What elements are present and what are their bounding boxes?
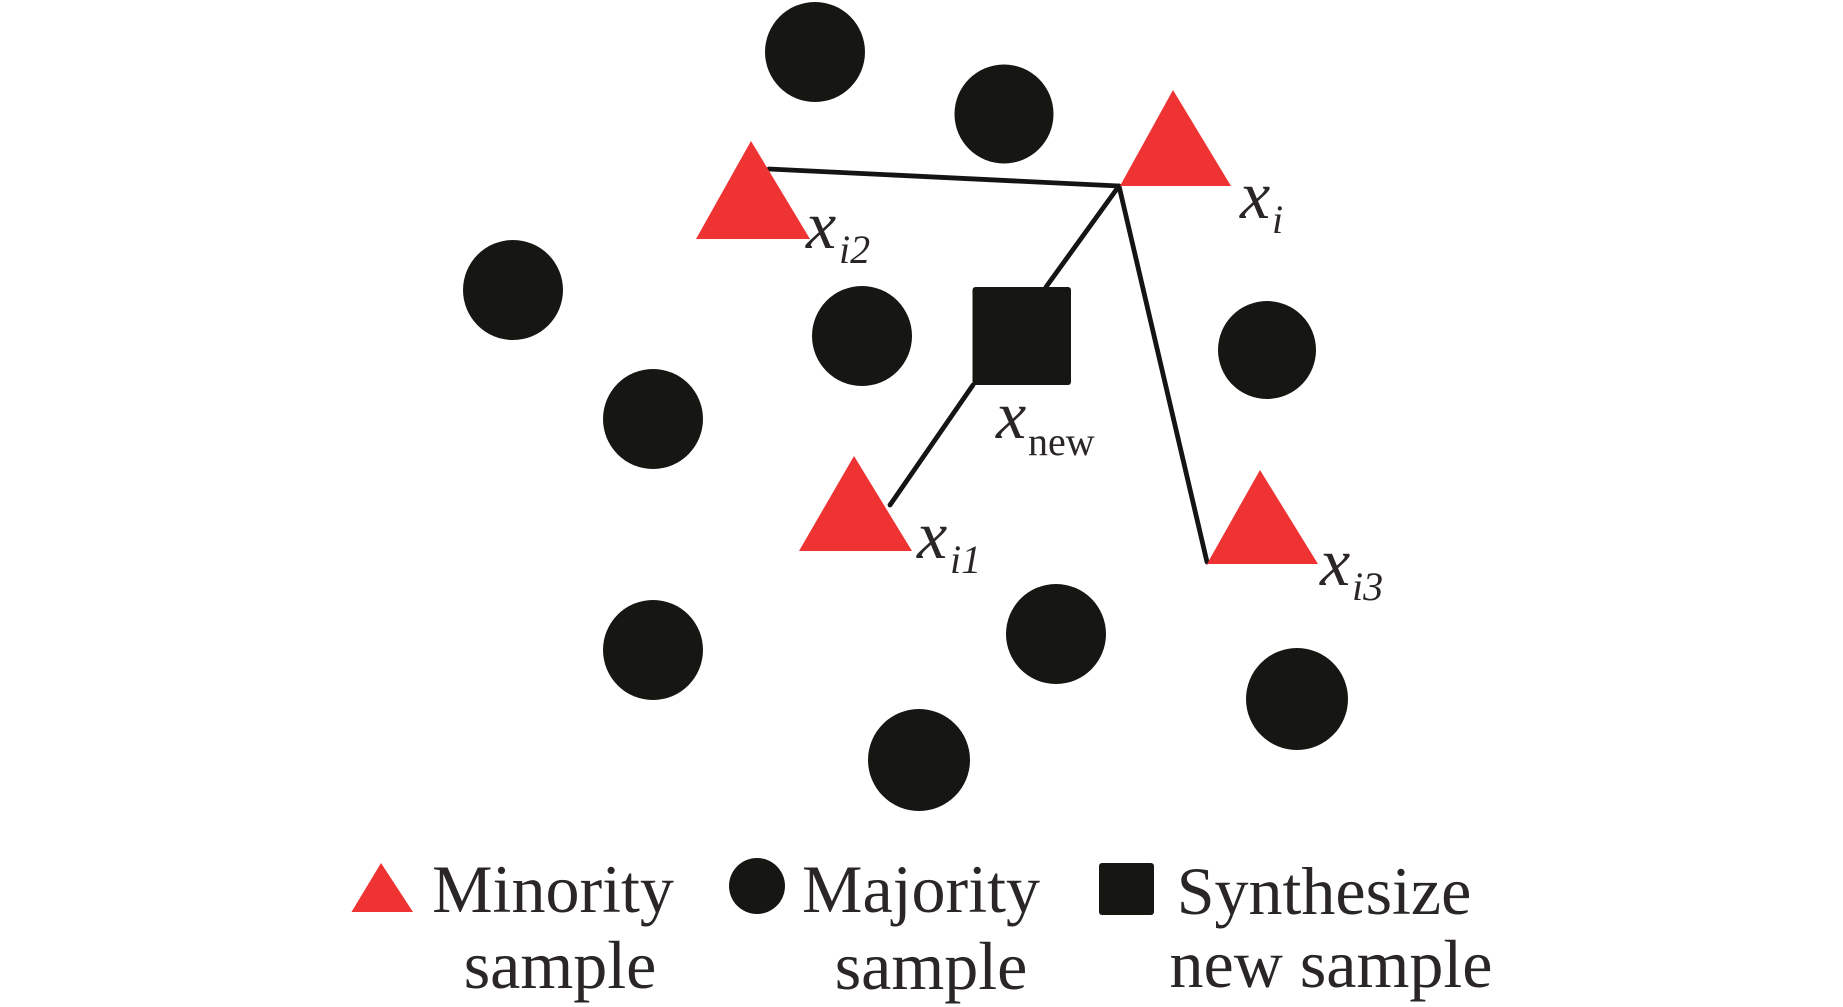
svg-text:x: x — [916, 497, 947, 573]
svg-text:i: i — [1272, 197, 1283, 242]
svg-text:x: x — [995, 377, 1026, 453]
svg-text:x: x — [1319, 524, 1350, 600]
svg-text:x: x — [805, 187, 836, 263]
svg-text:Minority: Minority — [432, 851, 674, 927]
svg-text:Majority: Majority — [802, 851, 1040, 927]
svg-text:x: x — [1239, 157, 1270, 233]
svg-text:sample: sample — [835, 928, 1028, 1004]
svg-text:i3: i3 — [1352, 564, 1383, 609]
svg-text:i2: i2 — [839, 227, 870, 272]
svg-text:i1: i1 — [950, 537, 981, 582]
svg-text:new: new — [1028, 419, 1095, 464]
svg-text:new sample: new sample — [1170, 926, 1493, 1002]
svg-text:Synthesize: Synthesize — [1177, 853, 1472, 929]
svg-text:sample: sample — [464, 927, 657, 1003]
